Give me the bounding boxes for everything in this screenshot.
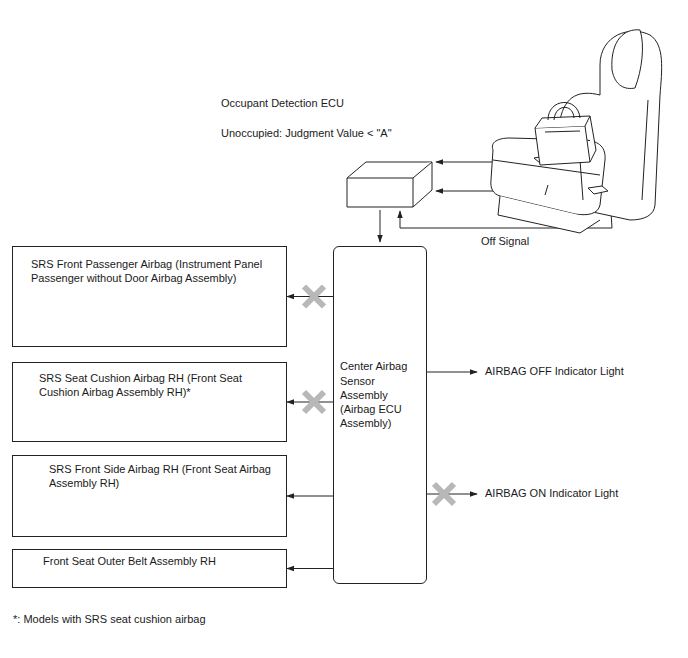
signal-name: Off Signal: [480, 234, 530, 248]
disabled-mark: [304, 287, 324, 307]
box-text: SRS Front Side Airbag RH (Front Seat Air…: [49, 462, 276, 491]
seat-illustration: [491, 30, 662, 233]
box-text: SRS Front Passenger Airbag (Instrument P…: [31, 257, 276, 286]
disabled-mark: [304, 392, 324, 412]
box-text: SRS Seat Cushion Airbag RH (Front Seat C…: [39, 371, 276, 400]
component-box: SRS Front Passenger Airbag (Instrument P…: [12, 246, 287, 347]
ecu-box: Center Airbag Sensor Assembly (Airbag EC…: [333, 246, 427, 584]
indicator-name: AIRBAG ON Indicator Light: [484, 486, 619, 500]
judgment-note: Unoccupied: Judgment Value < "A": [220, 126, 393, 140]
disabled-mark: [434, 484, 454, 504]
box-text: Front Seat Outer Belt Assembly RH: [43, 554, 276, 568]
component-box: SRS Seat Cushion Airbag RH (Front Seat C…: [12, 362, 287, 442]
component-box: Front Seat Outer Belt Assembly RH: [12, 549, 287, 588]
ecu-name: Occupant Detection ECU: [220, 96, 345, 110]
indicator-name: AIRBAG OFF Indicator Light: [484, 364, 625, 378]
component-box: SRS Front Side Airbag RH (Front Seat Air…: [12, 455, 287, 537]
ecu-box: [347, 162, 432, 207]
indicator-arrows: [427, 372, 477, 494]
connector-arrow: [287, 568, 333, 569]
signal-arrow: [380, 210, 381, 242]
footnote: *: Models with SRS seat cushion airbag: [12, 612, 207, 626]
connector-arrow: [287, 496, 333, 497]
box-text: Center Airbag Sensor Assembly (Airbag EC…: [340, 359, 422, 430]
